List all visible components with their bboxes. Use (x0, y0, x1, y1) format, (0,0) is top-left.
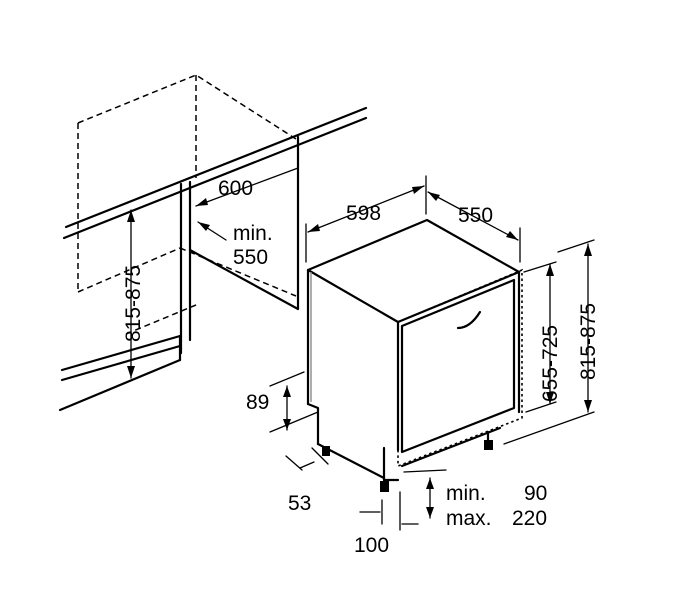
clearance-max-value: 220 (512, 507, 547, 530)
cabinet-width-label: 600 (218, 177, 253, 200)
niche-depth-prefix: min. (233, 222, 273, 245)
dimension-cabinet-height: 815-875 (122, 209, 145, 379)
plinth-setback-label: 53 (288, 492, 311, 515)
dimension-clearance: min. 90 max. 220 (403, 469, 547, 530)
door-height-label: 655-725 (539, 325, 562, 402)
dimension-niche-depth: min. 550 (197, 221, 273, 269)
cabinet-height-label: 815-875 (122, 265, 145, 342)
dishwasher (306, 218, 523, 492)
niche-depth-value: 550 (233, 246, 268, 269)
dimension-appliance-width: 598 (305, 175, 427, 263)
plinth-height-label: 89 (246, 391, 269, 414)
appliance-width-label: 598 (346, 202, 381, 225)
cabinet-niche (58, 74, 368, 412)
clearance-min-value: 90 (524, 482, 547, 505)
appliance-depth-label: 550 (458, 204, 493, 227)
dimension-cabinet-width: 600 (195, 167, 299, 207)
dimension-foot-depth: 100 (354, 491, 419, 557)
appliance-height-label: 815-875 (577, 303, 600, 380)
foot-depth-label: 100 (354, 534, 389, 557)
dimension-door-height: 655-725 (523, 261, 562, 413)
dimension-plinth-height: 89 (246, 371, 319, 433)
clearance-max-prefix: max. (446, 507, 492, 530)
clearance-min-prefix: min. (446, 482, 486, 505)
dimension-plinth-setback: 53 (285, 447, 329, 515)
dimension-appliance-depth: 550 (427, 191, 521, 263)
dimension-appliance-height: 815-875 (503, 239, 600, 445)
